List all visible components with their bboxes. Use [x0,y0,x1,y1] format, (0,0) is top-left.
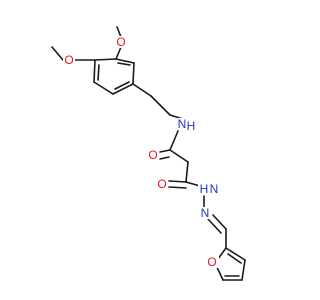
ring-bond-2 [93,59,96,83]
atom-n-hydrazide: N [210,182,219,196]
chain-bond-2 [150,95,171,116]
imine-bond-b [207,218,222,234]
ch2-bond-2 [185,161,189,183]
carbonyl-2-bond-a [168,180,187,183]
amide-bond [169,130,179,151]
atom-h-amide: H [187,119,196,133]
furan-bond-4 [241,259,246,281]
molecule-canvas: O O N H O O H N N O [51,26,246,281]
imine-bond-a [212,214,227,230]
ch2-bond [169,149,189,163]
carbonyl-1-bond-a [159,149,171,153]
furan-double-bond-2 [227,253,242,264]
furan-bond-5 [225,247,246,261]
atom-n-amide: N [178,117,187,131]
atom-o-carbonyl-1: O [148,148,157,162]
label-layer: O O N H O O H N N O [63,35,222,269]
molecule-structure: O O N H O O H N N O [51,26,246,281]
atom-o-methoxy-left: O [64,53,73,67]
ring-bond-4 [112,83,134,95]
carbonyl-1-bond-b [159,156,170,160]
ring-bond-1 [94,58,117,61]
ring-double-bond-3 [117,62,131,66]
ring-bond-5 [132,62,135,85]
atom-o-furan: O [207,255,216,269]
ring-bond-6 [115,58,135,64]
methoxy-bond-top [115,46,122,60]
ring-double-bond-1 [97,64,100,81]
atom-n-imine: N [201,206,210,220]
atom-h-hydrazide: H [200,182,209,196]
atom-o-carbonyl-2: O [157,177,166,191]
atom-o-methoxy-top: O [116,35,125,49]
carbonyl-2-bond-b [168,186,187,189]
methyl-bond-left [51,46,64,61]
hydrazide-bond [185,181,201,187]
methyl-bond-top [116,26,122,38]
ring-double-bond-2 [114,81,130,90]
chain-bond-1 [132,83,152,97]
ring-bond-3 [93,81,114,95]
